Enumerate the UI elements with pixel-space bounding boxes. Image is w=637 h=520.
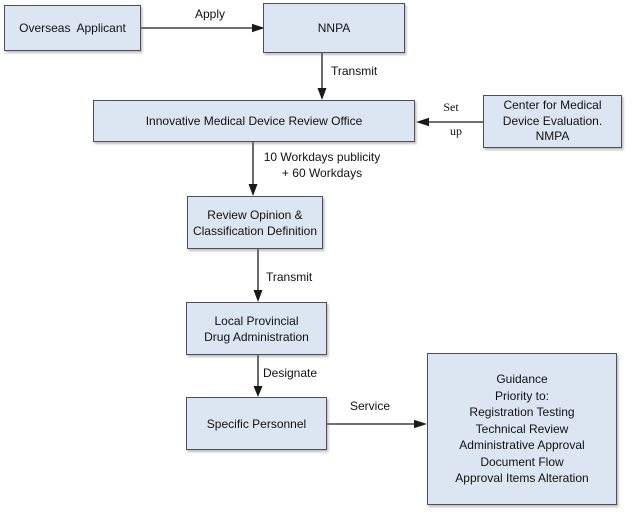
overseas-applicant-label: Overseas Applicant <box>19 21 126 35</box>
up-arrow-label: up <box>450 124 462 138</box>
guidance-box: Guidance Priority to: Registration Testi… <box>427 353 617 505</box>
service-arrow <box>327 419 427 429</box>
review-opinion-label: Review Opinion & Classification Definiti… <box>192 207 318 238</box>
workdays-arrow-label: 10 Workdays publicity + 60 Workdays <box>263 150 381 180</box>
designate-arrow-label: Designate <box>263 366 318 380</box>
apply-arrow-label: Apply <box>194 7 226 21</box>
local-provincial-label: Local Provincial Drug Administration <box>204 313 309 344</box>
local-provincial-box: Local Provincial Drug Administration <box>186 302 327 355</box>
transmit-review-arrow-label: Transmit <box>266 270 313 284</box>
nnpa-label: NNPA <box>317 21 351 35</box>
center-medical-device-evaluation-label: Center for Medical Device Evaluation. NM… <box>502 98 603 144</box>
apply-arrow <box>141 23 265 33</box>
review-office-box: Innovative Medical Device Review Office <box>93 100 415 142</box>
guidance-label: Guidance Priority to: Registration Testi… <box>455 372 589 486</box>
transmit-nnpa-arrow-label: Transmit <box>331 64 378 78</box>
center-medical-device-evaluation-box: Center for Medical Device Evaluation. NM… <box>483 95 622 148</box>
specific-personnel-box: Specific Personnel <box>186 397 327 450</box>
set-arrow-label: Set <box>443 100 459 114</box>
nnpa-box: NNPA <box>263 3 405 53</box>
review-office-label: Innovative Medical Device Review Office <box>145 114 363 128</box>
service-arrow-label: Service <box>349 399 390 413</box>
overseas-applicant-box: Overseas Applicant <box>4 5 141 51</box>
designate-arrow <box>253 355 263 397</box>
transmit-nnpa-arrow <box>317 53 327 100</box>
review-opinion-box: Review Opinion & Classification Definiti… <box>187 196 323 249</box>
transmit-review-arrow <box>253 249 263 302</box>
specific-personnel-label: Specific Personnel <box>206 416 307 431</box>
